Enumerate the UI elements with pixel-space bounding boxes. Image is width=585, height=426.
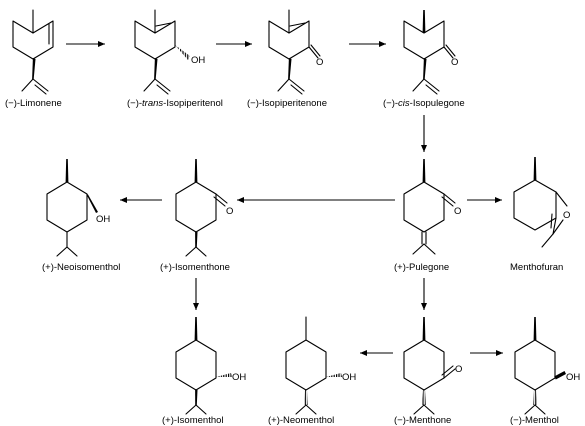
carbonyl-oxygen-label: O [455,364,462,375]
label-pulegone: (+)-Pulegone [394,262,449,273]
neomenthol-structure [285,316,342,415]
label-neomenthol: (+)-Neomenthol [268,415,334,426]
label-isomenthol: (+)-Isomenthol [162,415,224,426]
label-neoisomenthol: (+)-Neoisomenthol [42,262,120,273]
label-isopiperitenone: (−)-Isopiperitenone [247,98,327,109]
hydroxyl-label: OH [96,214,110,225]
hydroxyl-label: OH [232,372,246,383]
carbonyl-oxygen-label: O [454,206,461,217]
menthofuran-structure [513,157,568,248]
hydroxyl-label: OH [191,55,205,66]
label-isomenthone: (+)-Isomenthone [160,262,230,273]
trans-isopiperitenol-structure [134,9,190,95]
isomenthone-structure [175,159,228,257]
carbonyl-oxygen-label: O [226,206,233,217]
carbonyl-oxygen-label: O [451,57,458,68]
label-limonene: (−)-Limonene [5,98,62,109]
furan-oxygen-label: O [563,210,570,221]
hydroxyl-label: OH [566,372,580,383]
label-menthofuran: Menthofuran [510,262,563,273]
isomenthol-structure [175,317,232,415]
limonene-structure [12,9,54,95]
hydroxyl-label: OH [342,372,356,383]
label-cis-isopulegone: (−)-cis-Isopulegone [383,98,465,109]
neoisomenthol-structure [46,159,98,257]
carbonyl-oxygen-label: O [316,57,323,68]
cis-isopulegone-structure [403,10,456,95]
isopiperitenone-structure [268,9,321,95]
menthol-structure [514,317,566,415]
menthone-structure [403,317,456,415]
pulegone-structure [403,159,456,255]
label-menthol: (−)-Menthol [510,415,559,426]
label-menthone: (−)-Menthone [394,415,451,426]
label-trans-isopiperitenol: (−)-trans-Isopiperitenol [127,98,223,109]
